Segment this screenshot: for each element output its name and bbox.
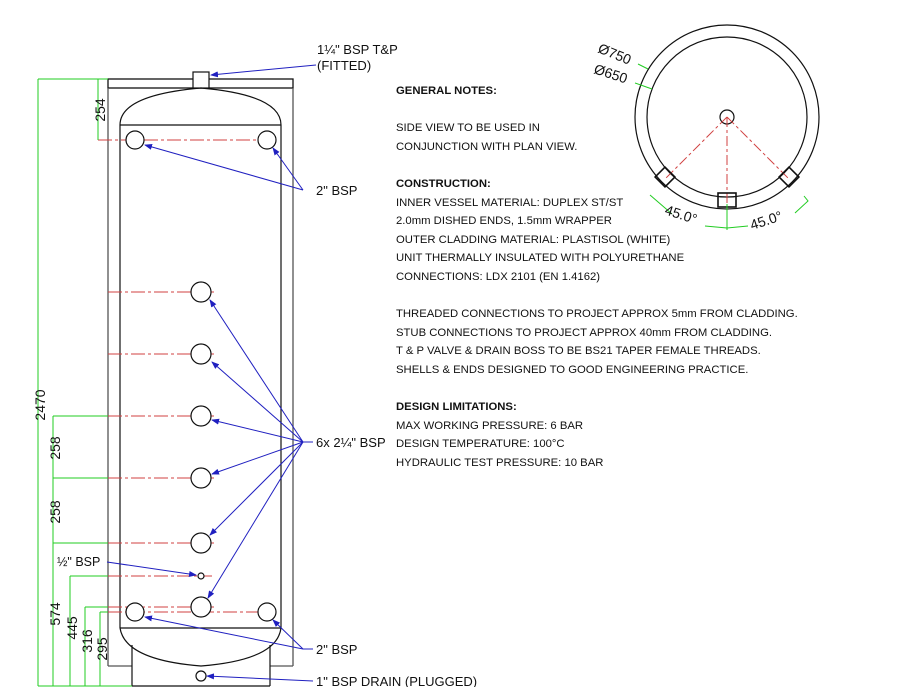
stub-1 — [190, 281, 212, 303]
general-note: SIDE VIEW TO BE USED IN — [396, 122, 540, 135]
dim-295: 295 — [94, 637, 110, 661]
dimension-labels: 2470 254 258 258 574 445 316 295 — [32, 98, 110, 661]
design-limitations-header: DESIGN LIMITATIONS: — [396, 401, 517, 414]
dim-316: 316 — [79, 629, 95, 653]
dimension-lines — [37, 78, 132, 687]
connection-note: THREADED CONNECTIONS TO PROJECT APPROX 5… — [396, 308, 798, 321]
connection-note: STUB CONNECTIONS TO PROJECT APPROX 40mm … — [396, 326, 772, 339]
construction-note: CONNECTIONS: LDX 2101 (EN 1.4162) — [396, 270, 601, 283]
dim-445: 445 — [64, 616, 80, 640]
connection-note: SHELLS & ENDS DESIGNED TO GOOD ENGINEERI… — [396, 363, 749, 376]
notes-block: GENERAL NOTES: SIDE VIEW TO BE USED IN C… — [396, 82, 798, 472]
stub-2 — [190, 343, 212, 365]
connection-centerlines — [98, 139, 275, 613]
connections — [125, 130, 277, 682]
construction-note: INNER VESSEL MATERIAL: DUPLEX ST/ST — [396, 196, 624, 209]
general-note: CONJUNCTION WITH PLAN VIEW. — [396, 140, 578, 153]
dim-574: 574 — [47, 602, 63, 626]
dim-258-lower: 258 — [47, 500, 63, 524]
drain-boss — [195, 670, 207, 682]
connection-labels: 1¼" BSP T&P (FITTED) 2" BSP 6x 2¼" BSP ½… — [57, 42, 477, 687]
bottom-coil-label: 2" BSP — [316, 642, 357, 657]
general-notes-header: GENERAL NOTES: — [396, 85, 497, 97]
bottom-coil-left — [125, 602, 145, 622]
sensor-pocket — [197, 572, 205, 580]
limitation-note: MAX WORKING PRESSURE: 6 BAR — [396, 419, 584, 432]
leader-lines — [106, 64, 317, 682]
connection-note: T & P VALVE & DRAIN BOSS TO BE BS21 TAPE… — [396, 345, 761, 358]
construction-header: CONSTRUCTION: — [396, 177, 491, 190]
stub-5 — [190, 532, 212, 554]
top-coil-left — [125, 130, 145, 150]
tp-label-1: 1¼" BSP T&P — [317, 42, 398, 57]
stub-3 — [190, 405, 212, 427]
construction-note: OUTER CLADDING MATERIAL: PLASTISOL (WHIT… — [396, 233, 671, 246]
bottom-coil-right — [257, 602, 277, 622]
construction-note: UNIT THERMALLY INSULATED WITH POLYURETHA… — [396, 252, 685, 265]
top-coil-right — [257, 130, 277, 150]
stub-4 — [190, 467, 212, 489]
limitation-note: DESIGN TEMPERATURE: 100°C — [396, 438, 565, 451]
tp-label-2: (FITTED) — [317, 58, 371, 73]
dim-2470: 2470 — [32, 389, 48, 420]
top-coil-label: 2" BSP — [316, 183, 357, 198]
sensor-label: ½" BSP — [57, 555, 100, 569]
limitation-note: HYDRAULIC TEST PRESSURE: 10 BAR — [396, 456, 604, 469]
dim-254: 254 — [92, 98, 108, 122]
drain-label: 1" BSP DRAIN (PLUGGED) — [316, 674, 477, 687]
construction-note: 2.0mm DISHED ENDS, 1.5mm WRAPPER — [396, 215, 612, 228]
tp-boss — [192, 71, 210, 89]
stub-6 — [190, 596, 212, 618]
dim-258-upper: 258 — [47, 436, 63, 460]
stub-label: 6x 2¼" BSP — [316, 435, 386, 450]
